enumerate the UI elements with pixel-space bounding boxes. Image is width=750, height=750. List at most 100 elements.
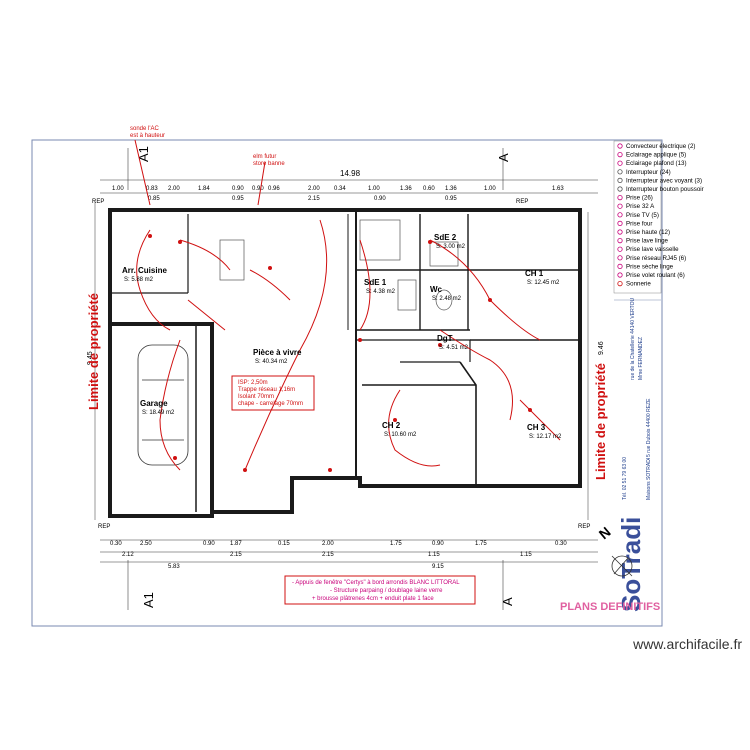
legend-symbol-icon: [617, 238, 623, 244]
legend-symbol-icon: [617, 220, 623, 226]
bottom-dimension-value: 2.15: [322, 552, 334, 558]
top-dimension-value: 0.83: [146, 186, 158, 192]
legend-symbol-icon: [617, 246, 623, 252]
company-name: Maisons SOTRADI: [646, 458, 652, 500]
legend-item: Prise haute (12): [626, 229, 670, 236]
bottom-dimension-value: 5.83: [168, 564, 180, 570]
top-dimension-value: 1.00: [368, 186, 380, 192]
client-name: Mme FERNANDEZ: [638, 337, 644, 380]
top-total-dimension: 14.98: [340, 169, 361, 178]
bottom-dimension-value: 0.30: [110, 541, 122, 547]
notes-box: [284, 575, 476, 605]
top-subdimension-value: 0.95: [445, 196, 457, 202]
right-dimension: 9.46: [598, 341, 605, 355]
top-dimension-value: 1.00: [112, 186, 124, 192]
top-dimension-value: 1.00: [484, 186, 496, 192]
legend-item: Prise réseau RJ45 (6): [626, 255, 686, 262]
fixtures: [219, 219, 459, 311]
bottom-dimension-value: 1.75: [475, 541, 487, 547]
company-address: - 5 rue Dubois 44400 REZE: [646, 398, 652, 460]
legend-symbol-icon: [617, 272, 623, 278]
legend-item: Prise lave linge: [626, 238, 669, 245]
legend-item: Interrupteur bouton poussoir: [626, 186, 704, 193]
top-dimension-value: 1.63: [552, 186, 564, 192]
top-dimension-value: 0.96: [268, 186, 280, 192]
room-area: S: 12.45 m2: [527, 280, 560, 286]
top-dimension-value: 1.84: [198, 186, 210, 192]
legend-symbol-icon: [617, 186, 623, 192]
rep-label: REP: [98, 524, 110, 530]
room-name: Pièce à vivre: [253, 348, 302, 357]
room-name: Garage: [140, 399, 168, 408]
bottom-dimension-value: 1.15: [520, 552, 532, 558]
legend-symbol-icon: [617, 280, 623, 287]
axis-marks: [127, 148, 504, 610]
room-area: S: 18.49 m2: [142, 410, 175, 416]
axis-label-a-bottom: A: [500, 597, 515, 606]
legend-symbol-icon: [617, 160, 623, 166]
property-limit-right: Limite de propriété: [593, 363, 608, 480]
legend-item: Sonnerie: [626, 281, 651, 288]
legend-item: Eclairage plafond (13): [626, 160, 687, 167]
rep-label: REP: [92, 199, 104, 205]
top-subdimension-value: 0.95: [232, 196, 244, 202]
sheet-border: [31, 139, 663, 627]
legend-item: Interrupteur avec voyant (3): [626, 177, 702, 184]
room-name: DgT: [437, 334, 453, 343]
room-area: S: 10.60 m2: [384, 432, 417, 438]
notes-text: - Appuis de fenêtre "Certys" à bord arro…: [292, 580, 460, 602]
property-limit-left: Limite de propriété: [86, 293, 101, 410]
watermark: www.archifacile.fr: [633, 636, 742, 652]
legend-symbol-icon: [617, 143, 623, 149]
bottom-dimension-value: 0.15: [278, 541, 290, 547]
electrical-symbols: [148, 234, 532, 472]
top-dimension-value: 2.00: [168, 186, 180, 192]
bottom-dimension-value: 1.15: [428, 552, 440, 558]
legend-item: Prise TV (5): [626, 212, 659, 219]
axis-label-a1-bottom: A1: [141, 592, 156, 608]
north-label: N: [596, 524, 614, 543]
room-name: SdE 1: [364, 278, 387, 287]
bottom-dimension-value: 2.50: [140, 541, 152, 547]
client-address: rue de la Chatellerie 44140 VERTOU: [630, 298, 636, 380]
top-dimension-value: 1.36: [400, 186, 412, 192]
sotradi-logo: SoTradi: [616, 517, 646, 612]
company-cartouche: Maisons SOTRADI - 5 rue Dubois 44400 REZ…: [614, 298, 661, 612]
legend-symbol-icon: [617, 203, 623, 209]
legend-symbol-icon: [617, 177, 623, 183]
room-area: S: 40.34 m2: [255, 359, 288, 365]
plans-definitifs-stamp: PLANS DEFINITIFS: [560, 601, 660, 613]
bottom-dimension-value: 1.87: [230, 541, 242, 547]
top-dimension-value: 0.90: [252, 186, 264, 192]
top-dimension-value: 0.90: [232, 186, 244, 192]
rep-label: REP: [578, 524, 590, 530]
top-dimension-value: 0.34: [334, 186, 346, 192]
bottom-dimension-value: 0.30: [555, 541, 567, 547]
legend-item: Prise (26): [626, 195, 653, 202]
legend: Convecteur électrique (2)Eclairage appli…: [613, 140, 704, 294]
legend-symbol-icon: [617, 229, 623, 235]
legend-item: Prise sèche linge: [626, 263, 674, 270]
left-dimension: 9.45: [87, 351, 94, 365]
legend-symbol-icon: [617, 169, 623, 175]
room-name: CH 3: [527, 423, 546, 432]
legend-symbol-icon: [617, 255, 623, 261]
legend-item: Prise lave vaisselle: [626, 246, 679, 253]
top-dimension-value: 1.36: [445, 186, 457, 192]
room-name: Arr. Cuisine: [122, 266, 167, 275]
room-name: Wc: [430, 285, 443, 294]
axis-label-a-top: A: [496, 153, 511, 162]
bottom-dimension-value: 2.12: [122, 552, 134, 558]
legend-item: Prise four: [626, 220, 652, 227]
room-area: S: 2.48 m2: [432, 296, 462, 302]
dimension-lines: [94, 179, 598, 563]
top-dimension-value: 0.60: [423, 186, 435, 192]
room-name: SdE 2: [434, 233, 457, 242]
room-name: CH 1: [525, 269, 544, 278]
